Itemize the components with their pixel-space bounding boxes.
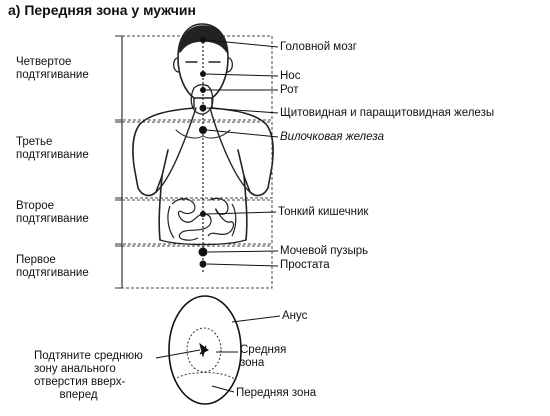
point-brain	[200, 37, 206, 43]
figure-torso-outline	[132, 107, 274, 197]
leader-thymus	[206, 129, 279, 138]
perineum-front-zone-line	[173, 372, 237, 381]
label-brain: Головной мозг	[280, 41, 357, 53]
bracket-stage-2	[121, 199, 273, 245]
point-nose	[200, 71, 206, 77]
bracket-stage-4	[121, 35, 273, 121]
stage-label-2: Второе подтягивание	[16, 200, 89, 225]
label-intestine: Тонкий кишечник	[278, 206, 369, 218]
leader-lines	[205, 39, 279, 267]
organ-points	[198, 37, 208, 268]
label-anus: Анус	[282, 310, 308, 322]
stage-label-3: Третье подтягивание	[16, 136, 89, 161]
bracket-stage-3	[121, 121, 273, 199]
stage-bracket-ticks	[115, 35, 123, 289]
leader-bladder	[207, 250, 279, 253]
point-bladder	[198, 247, 208, 257]
leader-prostate	[206, 263, 279, 267]
leader-thyroid	[206, 107, 279, 114]
bracket-stage-1	[121, 245, 273, 289]
perineum-middle-zone	[186, 327, 222, 373]
label-thymus: Вилочковая железа	[280, 131, 384, 143]
leader-front-zone	[211, 385, 235, 393]
leader-intestine	[205, 211, 277, 215]
leader-anus	[231, 315, 281, 323]
label-nose: Нос	[280, 70, 301, 82]
leader-brain	[205, 39, 279, 48]
human-figure	[132, 23, 274, 246]
label-bladder: Мочевой пузырь	[280, 245, 369, 257]
anus-mark	[199, 342, 209, 358]
leader-nose	[205, 73, 279, 77]
label-prostate: Простата	[280, 259, 330, 271]
intestine-drawing	[167, 197, 237, 241]
label-front-zone: Передняя зона	[236, 387, 317, 399]
point-thymus	[199, 126, 207, 134]
point-mouth	[200, 87, 206, 93]
stage-label-4: Четвертое подтягивание	[16, 56, 89, 81]
leader-instruction	[155, 349, 201, 359]
label-thyroid: Щитовидная и паращитовидная железы	[280, 107, 495, 119]
label-instruction: Подтяните среднюю зону анального отверст…	[34, 350, 143, 401]
point-intestine	[200, 211, 206, 217]
stage-brackets	[121, 35, 273, 289]
label-mouth: Рот	[280, 84, 299, 96]
perineum-outer	[168, 295, 242, 405]
stage-label-1: Первое подтягивание	[16, 254, 89, 279]
point-prostate	[199, 260, 207, 268]
perineum-diagram	[155, 295, 281, 405]
point-thyroid	[199, 104, 207, 112]
diagram-title: а) Передняя зона у мужчин	[8, 2, 196, 18]
label-middle-zone: Средняя зона	[240, 344, 287, 369]
